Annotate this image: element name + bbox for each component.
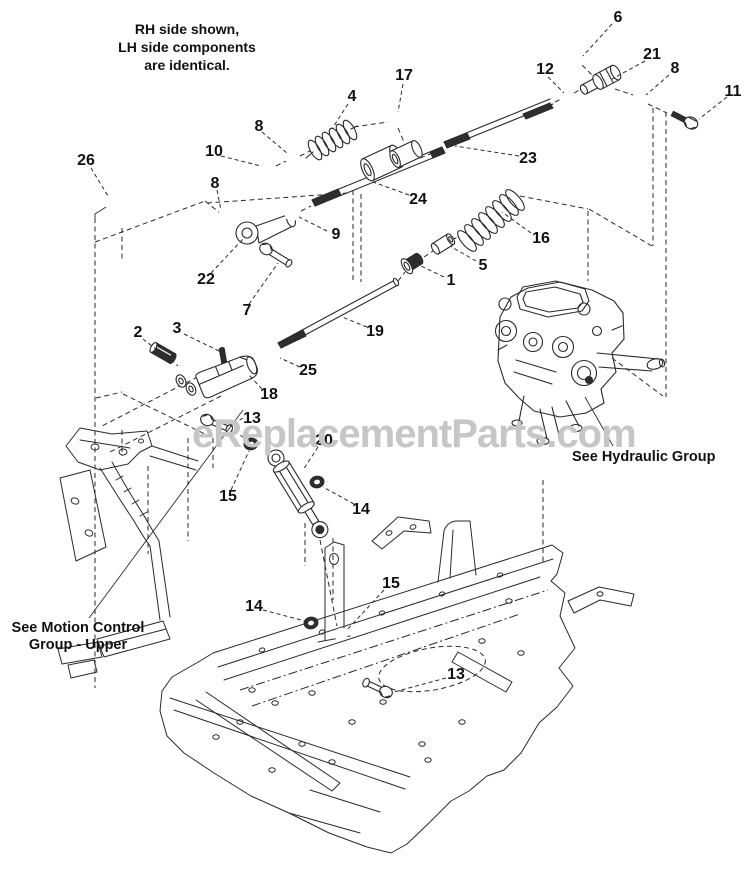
part-callout-8: 8 — [670, 60, 680, 77]
part-callout-17: 17 — [395, 67, 413, 84]
part-callout-12: 12 — [536, 61, 554, 78]
upper-linkage — [94, 51, 699, 268]
part-callout-16: 16 — [532, 230, 550, 247]
spring-4 — [305, 119, 358, 161]
part-callout-1: 1 — [446, 272, 456, 289]
frame-holes — [212, 572, 525, 773]
caption-hydraulic-group: See Hydraulic Group — [572, 449, 716, 465]
damper-20 — [267, 449, 329, 539]
part-callout-11: 11 — [724, 83, 742, 100]
part-callout-8: 8 — [210, 175, 220, 192]
part-callout-4: 4 — [347, 88, 357, 105]
spacer-5 — [430, 233, 456, 255]
adjuster-21 — [579, 64, 622, 95]
bolt-13-lower — [362, 677, 393, 699]
part-callout-10: 10 — [205, 143, 223, 160]
part-callout-26: 26 — [77, 152, 95, 169]
pin-2 — [149, 342, 177, 364]
part-callout-13: 13 — [447, 666, 465, 683]
note-line-3: are identical. — [144, 57, 230, 73]
part-callout-9: 9 — [331, 226, 341, 243]
part-callout-5: 5 — [478, 257, 488, 274]
part-callout-22: 22 — [197, 271, 215, 288]
hydraulic-pump — [494, 280, 666, 446]
part-callout-15: 15 — [219, 488, 237, 505]
note-line-2: LH side components — [118, 39, 256, 55]
part-callout-18: 18 — [260, 386, 278, 403]
bolt-11 — [670, 110, 699, 130]
part-callout-7: 7 — [242, 302, 252, 319]
part-callout-20: 20 — [315, 432, 333, 449]
part-callout-25: 25 — [299, 362, 317, 379]
leader-lines — [90, 23, 728, 693]
clevis-18 — [175, 355, 258, 399]
frame — [57, 516, 635, 854]
part-callout-14: 14 — [245, 598, 263, 615]
note-line-1: RH side shown, — [134, 21, 240, 37]
motion-control-bracket — [59, 427, 199, 621]
note-rh-side: RH side shown, LH side components are id… — [106, 20, 268, 74]
part-callout-8: 8 — [254, 118, 264, 135]
part-callout-21: 21 — [643, 46, 661, 63]
spring-16 — [457, 189, 525, 252]
part-callout-24: 24 — [409, 191, 427, 208]
rod-23 — [443, 98, 554, 149]
bushing-1 — [400, 252, 424, 275]
caption-motion-control: See Motion Control Group - Upper — [8, 620, 148, 654]
part-callout-2: 2 — [133, 324, 143, 341]
rod-24 — [311, 140, 446, 207]
watermark: eReplacementParts.com — [192, 412, 637, 456]
caption-leaders — [88, 396, 614, 619]
part-callout-14: 14 — [352, 501, 370, 518]
caption-motion-line-2: Group - Upper — [28, 637, 128, 653]
part-callout-6: 6 — [613, 9, 623, 26]
part-callout-13: 13 — [243, 410, 261, 427]
part-callout-23: 23 — [519, 150, 537, 167]
damper-group — [200, 413, 393, 699]
bolt-13-upper — [200, 413, 234, 434]
bolt-7 — [259, 242, 293, 268]
rod-19 — [277, 277, 400, 349]
caption-motion-line-1: See Motion Control — [11, 620, 145, 636]
part-callout-19: 19 — [366, 323, 384, 340]
part-callout-15: 15 — [382, 575, 400, 592]
part-callout-3: 3 — [172, 320, 182, 337]
lower-linkage — [149, 189, 525, 399]
